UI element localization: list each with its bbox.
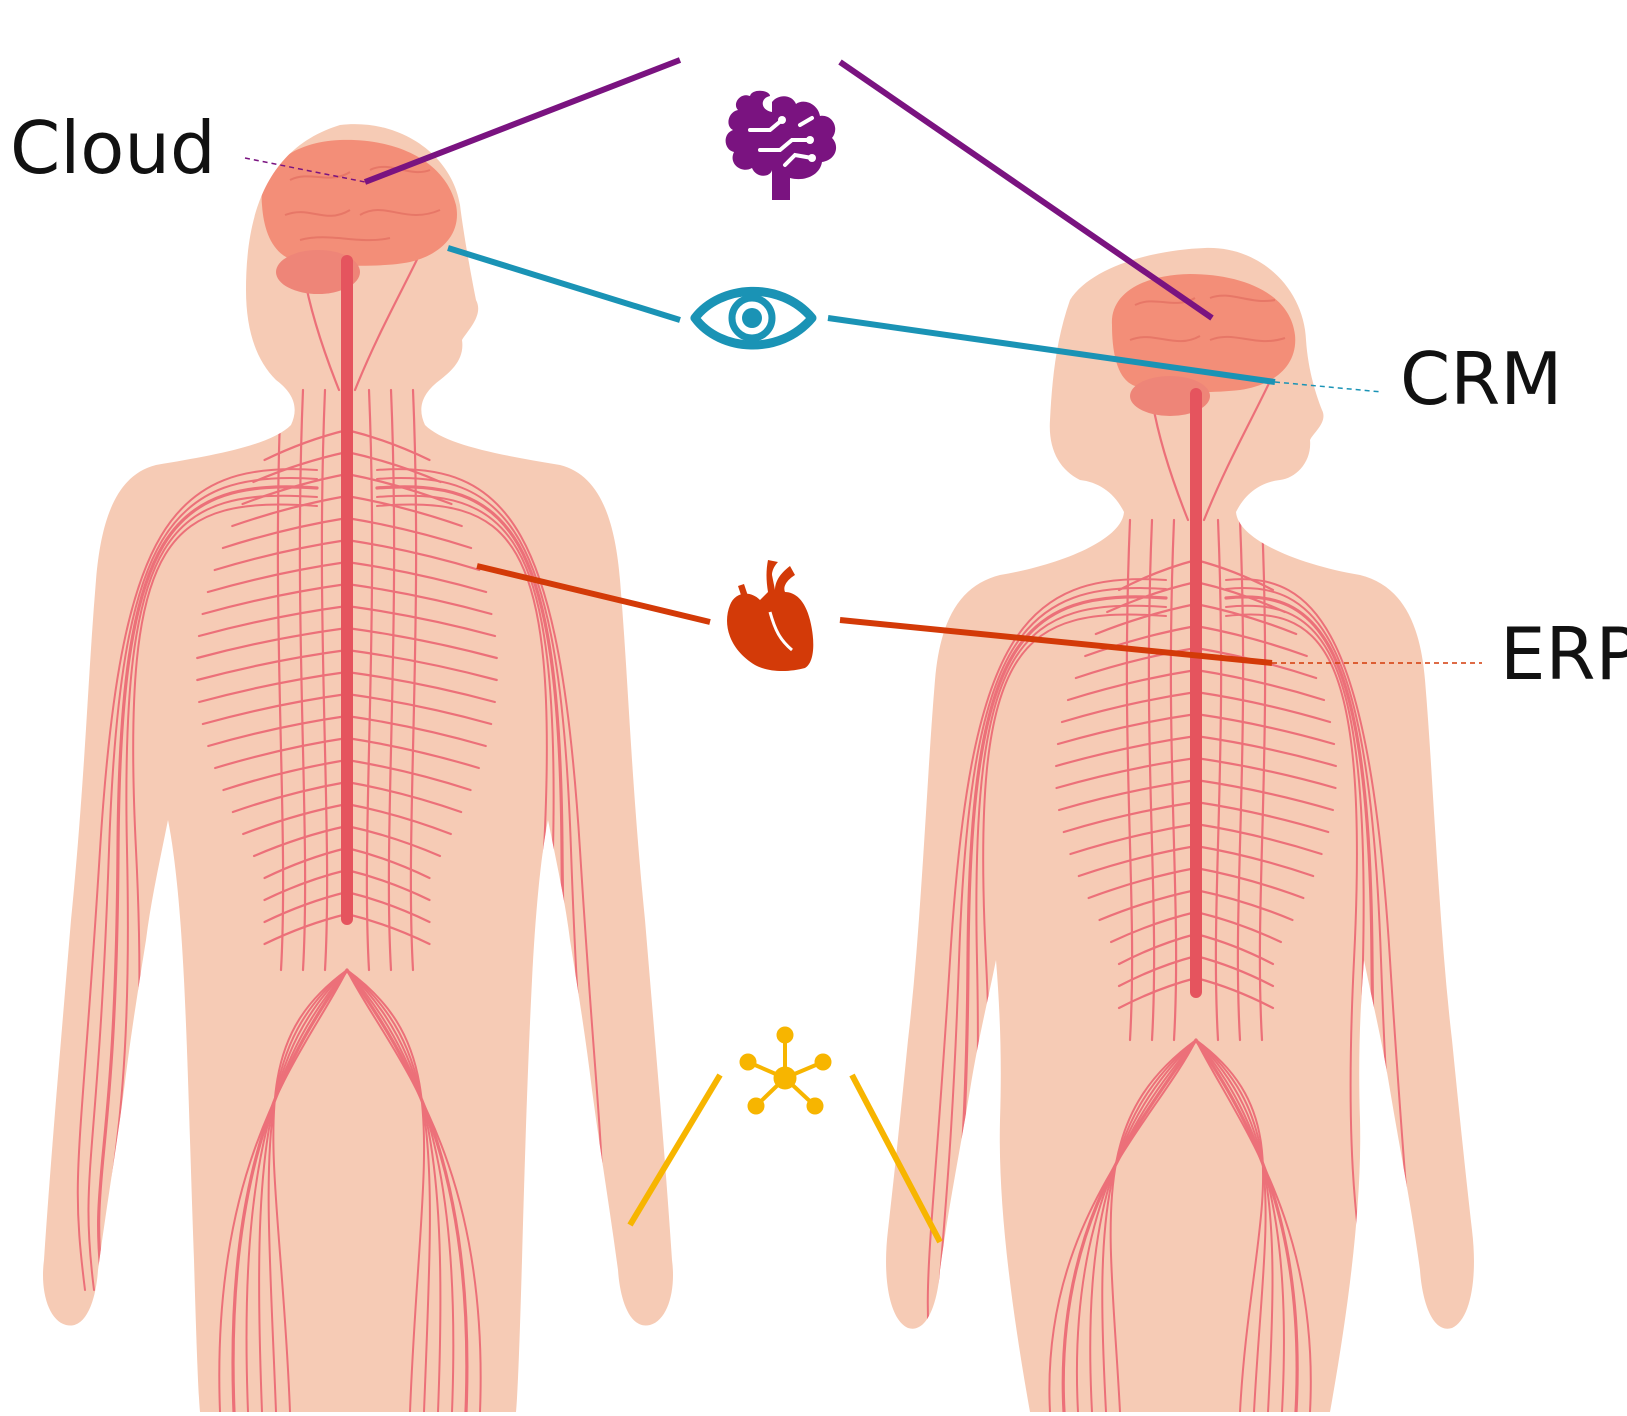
female-body-silhouette: [886, 248, 1474, 1412]
erp-label: ERP: [1500, 618, 1627, 690]
male-figure: [43, 124, 673, 1412]
cloud-label: Cloud: [10, 112, 216, 184]
female-spinal-cord: [1190, 388, 1202, 998]
brain-circuit-icon: [726, 91, 836, 200]
anatomical-heart-icon: [727, 560, 813, 671]
network-nodes-icon: [740, 1027, 831, 1114]
female-figure: [886, 248, 1474, 1412]
eye-icon: [695, 291, 812, 345]
crm-label: CRM: [1400, 343, 1562, 415]
male-body-silhouette: [43, 124, 673, 1412]
male-spinal-cord: [341, 255, 353, 925]
